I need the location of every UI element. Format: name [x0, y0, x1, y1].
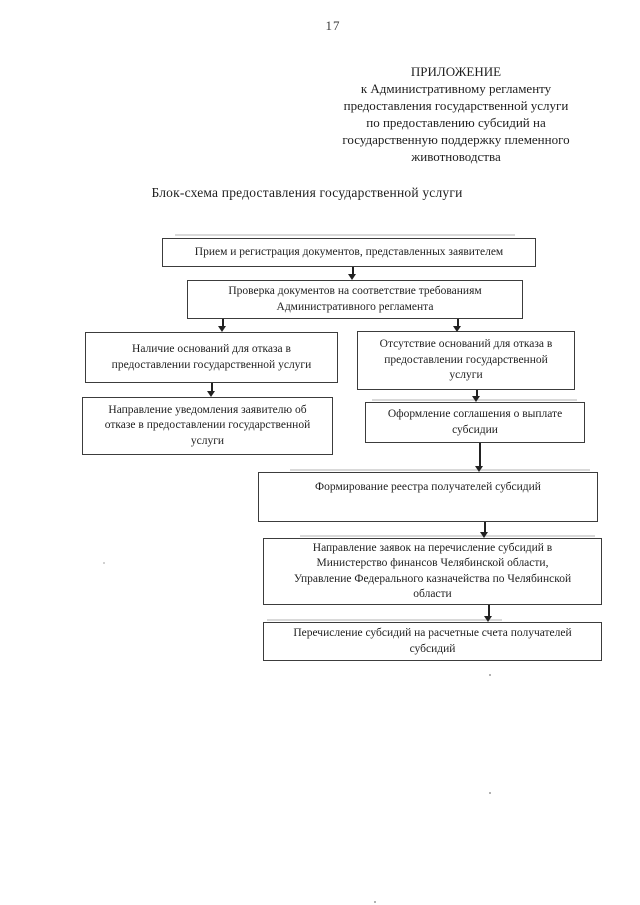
flow-box-document-check: Проверка документов на соответствие треб… — [187, 280, 523, 319]
arrow-down-icon — [484, 616, 492, 622]
scan-speck — [489, 674, 491, 676]
flow-box-refusal-grounds: Наличие оснований для отказа в предостав… — [85, 332, 338, 383]
appendix-header-line: животноводства — [411, 149, 501, 164]
arrow-down-icon — [218, 326, 226, 332]
arrow-down-icon — [475, 466, 483, 472]
flow-box-reception: Прием и регистрация документов, представ… — [162, 238, 536, 267]
flow-arrow-check-to-refusal-grounds — [218, 319, 227, 332]
arrow-down-icon — [453, 326, 461, 332]
flow-box-registry: Формирование реестра получателей субсиди… — [258, 472, 598, 522]
appendix-header-line: государственную поддержку племенного — [342, 132, 570, 147]
arrow-shaft — [211, 383, 213, 392]
scan-speck — [374, 901, 376, 903]
appendix-header-line: ПРИЛОЖЕНИЕ — [410, 64, 502, 79]
flowchart-title: Блок-схема предоставления государственно… — [151, 185, 463, 200]
flow-arrow-requests-to-transfer — [484, 605, 493, 622]
flow-arrow-check-to-no-refusal-grounds — [453, 319, 462, 332]
flow-arrow-grounds-to-notice — [207, 383, 216, 397]
arrow-down-icon — [472, 396, 480, 402]
appendix-header-line: к Административному регламенту — [360, 81, 552, 96]
appendix-header: ПРИЛОЖЕНИЕ к Административному регламент… — [320, 63, 592, 165]
scan-smudge — [300, 535, 595, 537]
arrow-shaft — [457, 319, 459, 327]
arrow-shaft — [352, 267, 354, 275]
appendix-header-line: предоставления государственной услуги — [343, 98, 569, 113]
scan-smudge — [267, 619, 502, 621]
arrow-down-icon — [207, 391, 215, 397]
flow-box-no-refusal-grounds: Отсутствие оснований для отказа в предос… — [357, 331, 575, 390]
page-number: 17 — [325, 18, 341, 33]
flow-arrow-no-grounds-to-agreement — [472, 390, 481, 402]
arrow-shaft — [488, 605, 490, 617]
flow-arrow-registry-to-requests — [480, 522, 489, 538]
arrow-shaft — [479, 443, 481, 467]
flow-box-agreement: Оформление соглашения о выплате субсидии — [365, 402, 585, 443]
arrow-down-icon — [480, 532, 488, 538]
scan-speck — [489, 792, 491, 794]
flow-box-refusal-notice: Направление уведомления заявителю об отк… — [82, 397, 333, 455]
arrow-down-icon — [348, 274, 356, 280]
scan-smudge — [175, 234, 515, 236]
arrow-shaft — [222, 319, 224, 327]
arrow-shaft — [476, 390, 478, 397]
appendix-header-line: по предоставлению субсидий на — [366, 115, 546, 130]
flow-arrow-agreement-to-registry — [475, 443, 484, 472]
scan-speck — [103, 562, 105, 564]
flow-box-payment-requests: Направление заявок на перечисление субси… — [263, 538, 602, 605]
scan-smudge — [290, 469, 590, 471]
flow-arrow-reception-to-check — [348, 267, 357, 280]
flow-box-transfer: Перечисление субсидий на расчетные счета… — [263, 622, 602, 661]
arrow-shaft — [484, 522, 486, 533]
